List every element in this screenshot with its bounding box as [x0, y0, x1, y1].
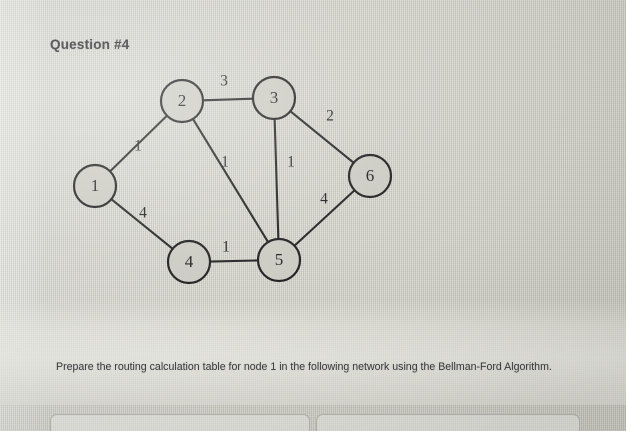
- graph-node-circle-6: [347, 153, 393, 199]
- graph-node-circle-5: [256, 237, 302, 283]
- graph-node-label-5: 5: [275, 250, 284, 269]
- graph-edge-2-3: [201, 97, 255, 102]
- graph-node-circle-2: [159, 78, 205, 124]
- graph-node-2: 2: [159, 78, 205, 124]
- graph-node-6: 6: [347, 153, 393, 199]
- graph-edges-layer: [108, 97, 356, 263]
- graph-node-circle-4: [166, 239, 212, 285]
- question-caption: Prepare the routing calculation table fo…: [56, 361, 552, 373]
- edge-weight-1-4: 4: [139, 205, 147, 222]
- graph-node-5: 5: [256, 237, 302, 283]
- graph-node-label-2: 2: [178, 91, 187, 110]
- graph-node-4: 4: [166, 239, 212, 285]
- graph-node-label-1: 1: [91, 176, 100, 195]
- graph-edge-weights-layer: 1 4 3 1 1 2 1 4: [134, 73, 334, 256]
- graph-node-3: 3: [251, 75, 297, 121]
- graph-node-fill-2: [162, 81, 202, 121]
- graph-node-fill-4: [169, 242, 209, 282]
- edge-weight-1-2: 1: [134, 138, 142, 155]
- graph-node-label-3: 3: [270, 88, 279, 107]
- edge-weight-4-5: 1: [222, 239, 230, 256]
- graph-edge-1-4: [110, 198, 174, 250]
- graph-edge-3-6: [289, 110, 355, 164]
- graph-edge-2-5: [191, 117, 270, 244]
- edge-weight-2-3: 3: [220, 73, 228, 90]
- edge-weight-2-5: 1: [221, 154, 229, 171]
- bottom-panel-left[interactable]: [50, 414, 310, 431]
- graph-node-label-4: 4: [185, 252, 194, 271]
- graph-edge-4-5: [208, 259, 260, 263]
- graph-node-circle-1: [72, 163, 118, 209]
- graph-edge-3-5: [273, 117, 280, 241]
- graph-node-label-6: 6: [366, 166, 375, 185]
- graph-node-fill-5: [259, 240, 299, 280]
- page-title: Question #4: [50, 37, 130, 52]
- graph-node-fill-6: [350, 156, 390, 196]
- edge-weight-3-6: 2: [326, 108, 334, 125]
- graph-node-1: 1: [72, 163, 118, 209]
- graph-node-fill-3: [254, 78, 294, 118]
- network-graph-figure: 1 4 3 1 1 2 1 4 1 2 3 4 5 6: [72, 73, 393, 285]
- edge-weight-3-5: 1: [287, 154, 295, 171]
- graph-edge-1-2: [108, 114, 169, 173]
- graph-node-circle-3: [251, 75, 297, 121]
- bottom-panel-right[interactable]: [316, 414, 580, 431]
- graph-nodes-layer: 1 2 3 4 5 6: [72, 75, 393, 285]
- graph-node-fill-1: [75, 166, 115, 206]
- edge-weight-5-6: 4: [320, 191, 328, 208]
- network-graph-svg: 1 4 3 1 1 2 1 4 1 2 3 4 5 6: [72, 73, 393, 285]
- graph-edge-5-6: [293, 189, 356, 247]
